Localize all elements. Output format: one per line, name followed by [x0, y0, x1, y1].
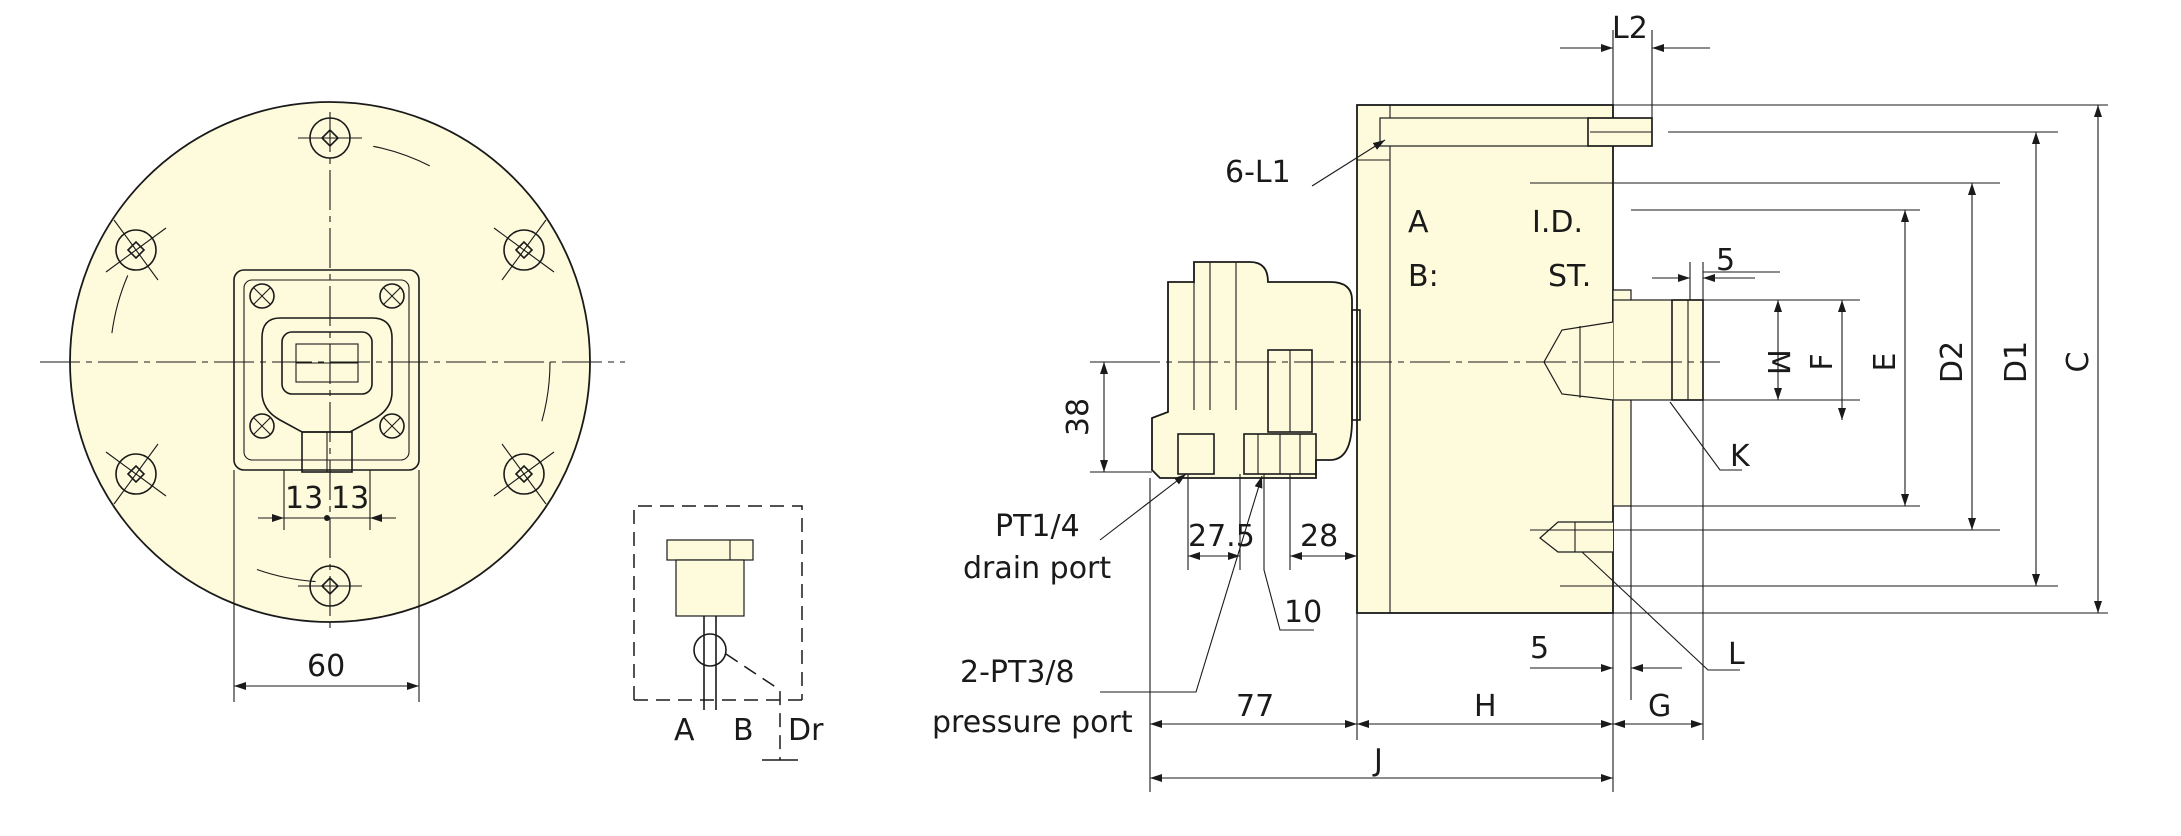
pressure-port-text: pressure port	[932, 705, 1133, 740]
dim-38-label: 38	[1061, 398, 1096, 436]
dim-27-5-label: 27.5	[1188, 519, 1255, 554]
dim-10-label: 10	[1284, 595, 1322, 630]
dim-28-label: 28	[1300, 519, 1338, 554]
valve-block-front	[233, 269, 420, 473]
dim-60	[233, 470, 420, 702]
cylinder-body	[675, 559, 745, 617]
dim-13-right-label: 13	[331, 481, 369, 516]
dim-k-label: K	[1730, 439, 1751, 474]
cylinder-head	[666, 539, 754, 561]
port-dr-label: Dr	[788, 713, 824, 748]
label-b: B:	[1408, 259, 1439, 294]
label-st: ST.	[1548, 259, 1591, 294]
leader-pressure-port	[1100, 475, 1263, 693]
dim-5-top	[1652, 262, 1755, 300]
dim-d1-label: D1	[1999, 341, 2034, 383]
drain-port-text: drain port	[963, 551, 1111, 586]
dim-d2-label: D2	[1935, 341, 1970, 383]
dim-e-label: E	[1868, 353, 1903, 372]
leader-k	[1669, 401, 1742, 471]
check-ball	[693, 633, 727, 667]
dim-l2-label: L2	[1612, 11, 1648, 46]
dim-5-bottom-label: 5	[1530, 631, 1549, 666]
dim-77-label: 77	[1236, 689, 1274, 724]
port-a-label: A	[674, 713, 695, 748]
flange-bolt-holes	[105, 117, 555, 607]
extension-lines	[1530, 104, 2108, 614]
leader-drain-port	[1099, 473, 1187, 541]
dim-5-top-label: 5	[1716, 243, 1735, 278]
label-a: A	[1408, 205, 1429, 240]
valve-block-side	[1151, 261, 1361, 479]
dim-m-label: M	[1760, 349, 1795, 375]
dim-h-label: H	[1474, 689, 1497, 724]
drain-port-size: PT1/4	[995, 509, 1080, 544]
dim-60-label: 60	[307, 649, 345, 684]
side-view: M F E D2 D1 C L2 6-L1 A B: I.D. ST. 5	[932, 11, 2108, 792]
front-view: 13 13 60	[40, 101, 625, 702]
dim-port-spacing	[1187, 474, 1357, 631]
leader-6-l1	[1311, 139, 1386, 187]
dim-38	[1090, 361, 1160, 473]
dim-bottom-chain	[1149, 400, 1704, 792]
dim-l-label: L	[1728, 637, 1745, 672]
dim-g-label: G	[1648, 689, 1671, 724]
dim-13-left-label: 13	[285, 481, 323, 516]
dim-13-13	[258, 470, 396, 530]
leader-l	[1581, 551, 1740, 671]
dim-c-label: C	[2061, 352, 2096, 373]
dim-f-label: F	[1805, 353, 1840, 370]
piston-rod	[1543, 299, 1704, 401]
hydraulic-symbol	[633, 505, 803, 761]
port-b-label: B	[733, 713, 754, 748]
dim-l2	[1560, 30, 1710, 118]
dim-j-label: J	[1372, 743, 1383, 778]
label-6-l1: 6-L1	[1225, 155, 1291, 190]
pressure-port-size: 2-PT3/8	[960, 655, 1075, 690]
dim-5-bottom	[1530, 506, 1682, 700]
vertical-dimensions	[1774, 105, 2102, 613]
label-id: I.D.	[1532, 205, 1583, 240]
